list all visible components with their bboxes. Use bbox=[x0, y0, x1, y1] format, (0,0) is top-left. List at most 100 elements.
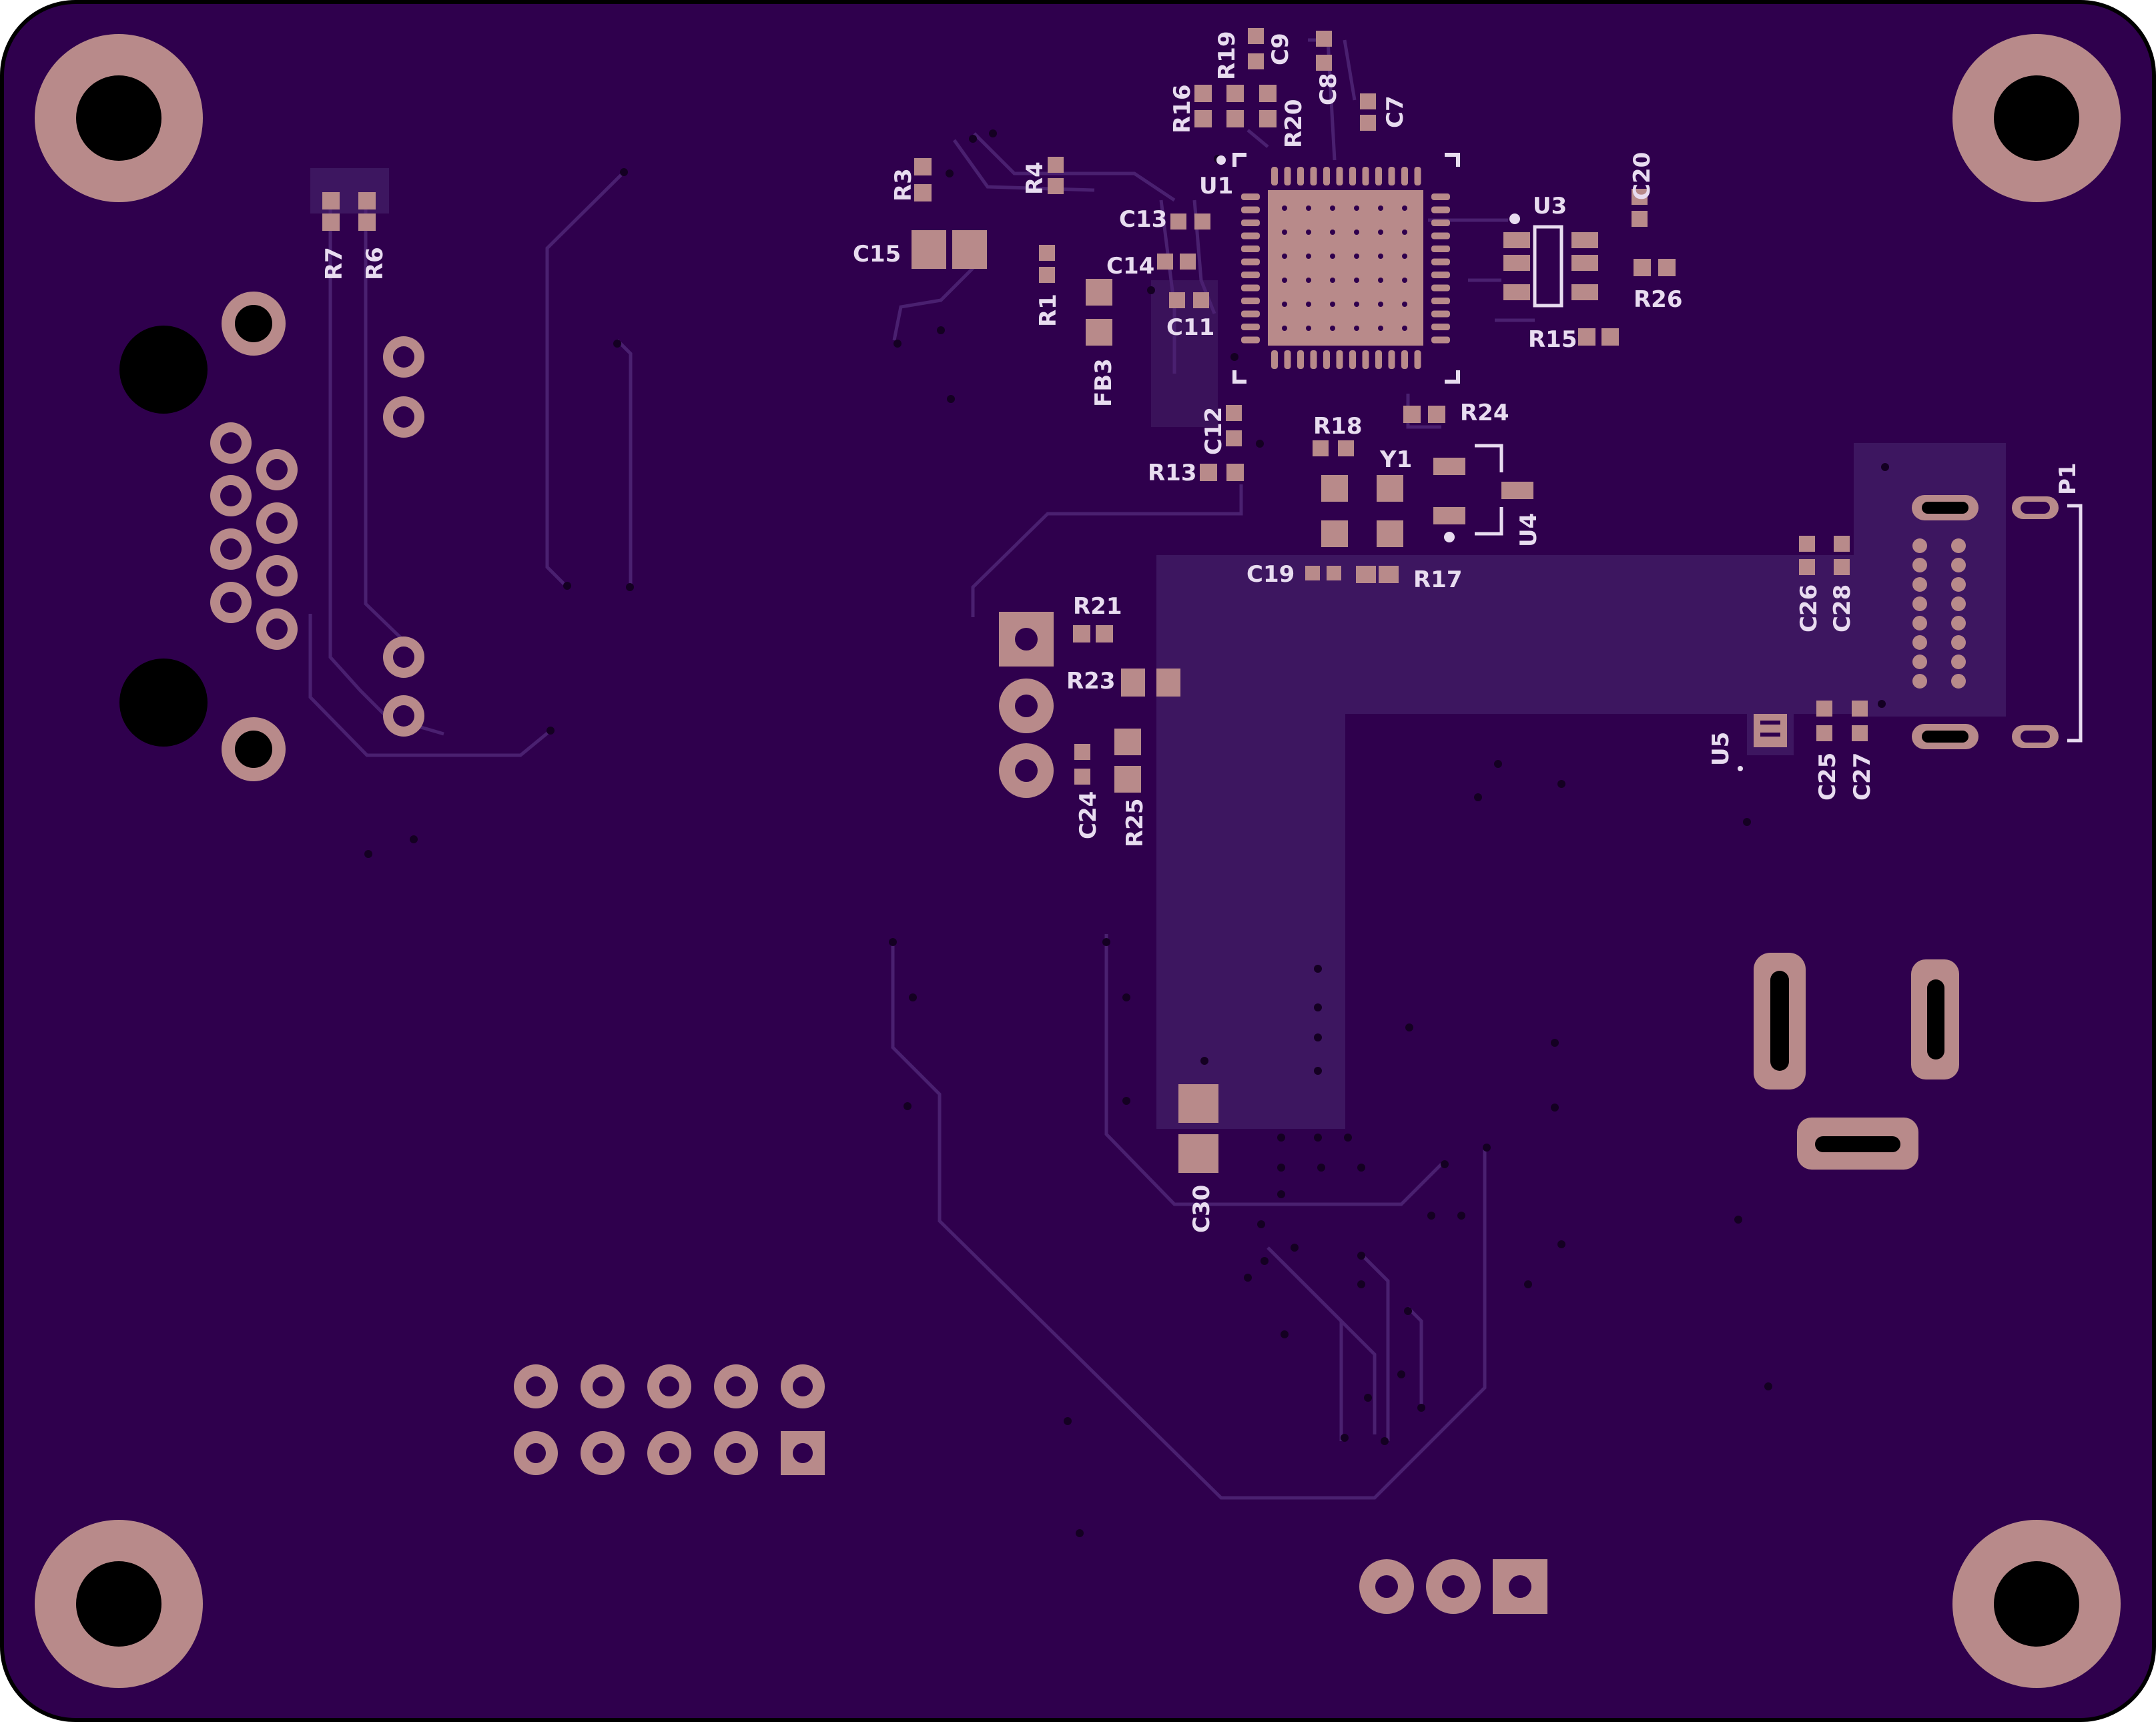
qfn-pin bbox=[1349, 350, 1356, 369]
label-r21: R21 bbox=[1073, 593, 1122, 620]
usb-pin bbox=[1912, 616, 1927, 630]
pin-header-3-bottom bbox=[1359, 1559, 1547, 1614]
thermal-via bbox=[1306, 205, 1311, 211]
qfn-pin bbox=[1284, 167, 1291, 185]
thermal-via bbox=[1378, 278, 1383, 283]
qfn-pin bbox=[1323, 167, 1330, 185]
pin-header-3-left bbox=[999, 612, 1054, 798]
usb-pin bbox=[1951, 616, 1966, 630]
qfn-pin bbox=[1271, 350, 1278, 369]
thermal-via bbox=[1282, 230, 1287, 235]
usb-pin bbox=[1951, 674, 1966, 689]
label-y1: Y1 bbox=[1379, 446, 1412, 473]
thermal-via bbox=[1306, 278, 1311, 283]
ic-u5 bbox=[1738, 707, 1794, 771]
qfn-pin bbox=[1241, 272, 1260, 278]
usb-pin bbox=[1912, 596, 1927, 611]
qfn-pin bbox=[1431, 232, 1450, 240]
thermal-via bbox=[1354, 326, 1359, 331]
thermal-via bbox=[1402, 230, 1407, 235]
qfn-pin bbox=[1431, 310, 1450, 318]
qfn-pin bbox=[1241, 284, 1260, 292]
qfn-pin bbox=[1431, 284, 1450, 292]
label-r15: R15 bbox=[1528, 326, 1577, 353]
label-r24: R24 bbox=[1460, 400, 1509, 426]
label-r17: R17 bbox=[1413, 566, 1463, 593]
qfn-pin bbox=[1414, 167, 1421, 185]
qfn-pin bbox=[1362, 167, 1369, 185]
qfn-pin bbox=[1431, 193, 1450, 200]
usb-pin bbox=[1912, 577, 1927, 592]
qfn-pin bbox=[1284, 350, 1291, 369]
qfn-pin bbox=[1336, 167, 1343, 185]
qfn-pin bbox=[1241, 298, 1260, 304]
label-r13: R13 bbox=[1148, 460, 1197, 486]
thermal-via bbox=[1354, 278, 1359, 283]
label-r3: R3 bbox=[890, 168, 917, 201]
barrel-jack-icon bbox=[1754, 953, 1959, 1170]
thermal-via bbox=[1354, 254, 1359, 259]
label-r6: R6 bbox=[362, 247, 388, 280]
smd-pads-r6-r7 bbox=[322, 192, 376, 231]
qfn-pin bbox=[1431, 206, 1450, 213]
label-c26: C26 bbox=[1796, 584, 1822, 632]
qfn-pin bbox=[1388, 167, 1395, 185]
thermal-via bbox=[1378, 254, 1383, 259]
thru-hole-pads-left bbox=[383, 336, 424, 737]
qfn-pin bbox=[1431, 272, 1450, 278]
soic-chip-u3 bbox=[1503, 213, 1598, 308]
thermal-via bbox=[1306, 302, 1311, 307]
qfn-pin bbox=[1431, 298, 1450, 304]
thermal-via bbox=[1378, 302, 1383, 307]
thermal-via bbox=[1330, 205, 1335, 211]
label-c19: C19 bbox=[1246, 561, 1295, 588]
label-u5: U5 bbox=[1708, 732, 1734, 766]
smd-pads bbox=[912, 28, 1868, 1173]
qfn-pin bbox=[1241, 310, 1260, 318]
label-r20: R20 bbox=[1281, 99, 1307, 149]
qfn-pin bbox=[1401, 350, 1408, 369]
qfn-pin bbox=[1388, 350, 1395, 369]
thermal-via bbox=[1378, 326, 1383, 331]
usb-pin bbox=[1951, 538, 1966, 553]
traces bbox=[308, 38, 1535, 1500]
qfn-pin bbox=[1349, 167, 1356, 185]
thermal-via bbox=[1306, 230, 1311, 235]
usb-pin bbox=[1951, 577, 1966, 592]
crystal-y1 bbox=[1321, 475, 1403, 547]
thermal-via bbox=[1330, 302, 1335, 307]
qfn-chip-icon bbox=[1216, 153, 1460, 384]
thermal-via bbox=[1282, 302, 1287, 307]
label-c7: C7 bbox=[1382, 95, 1409, 128]
usb-pin bbox=[1912, 655, 1927, 669]
label-r19: R19 bbox=[1214, 31, 1240, 81]
qfn-pin bbox=[1431, 220, 1450, 226]
label-r23: R23 bbox=[1066, 668, 1116, 695]
thermal-via bbox=[1282, 278, 1287, 283]
label-u4: U4 bbox=[1515, 513, 1542, 547]
label-r26: R26 bbox=[1634, 286, 1683, 313]
usb-pin bbox=[1912, 558, 1927, 572]
db9-connector-icon bbox=[119, 292, 298, 781]
qfn-pin bbox=[1431, 258, 1450, 266]
thermal-via bbox=[1306, 254, 1311, 259]
qfn-pin bbox=[1297, 167, 1304, 185]
label-r16: R16 bbox=[1169, 85, 1196, 134]
label-c24: C24 bbox=[1075, 791, 1102, 839]
usb-pin bbox=[1951, 635, 1966, 650]
label-c13: C13 bbox=[1119, 206, 1167, 233]
thermal-via bbox=[1354, 302, 1359, 307]
label-r18: R18 bbox=[1313, 413, 1363, 440]
qfn-pin bbox=[1375, 167, 1382, 185]
label-r7: R7 bbox=[321, 247, 348, 280]
thermal-via bbox=[1282, 326, 1287, 331]
usb-pin bbox=[1951, 596, 1966, 611]
qfn-pin bbox=[1431, 246, 1450, 252]
qfn-pin bbox=[1241, 193, 1260, 200]
usb-pin bbox=[1912, 635, 1927, 650]
thermal-via bbox=[1402, 205, 1407, 211]
copper-pour-r6r7 bbox=[310, 168, 389, 213]
ic-u4 bbox=[1433, 444, 1533, 542]
usb-connector-icon bbox=[1912, 495, 2083, 749]
